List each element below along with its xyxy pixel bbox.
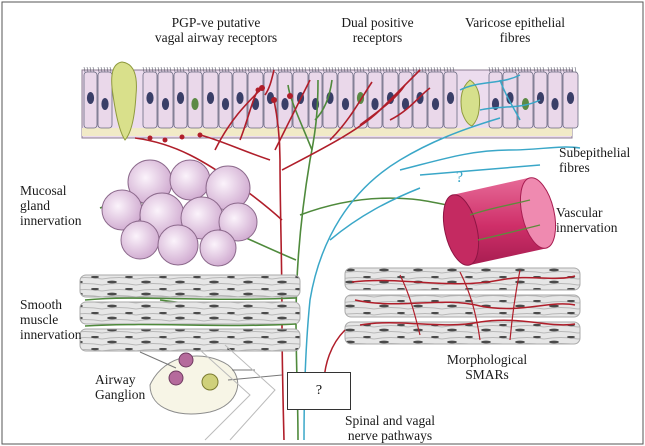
blood-vessel [437,174,561,268]
unknown-origin-box: ? [287,372,351,410]
label-dual-positive: Dual positive receptors [330,15,425,45]
label-vascular: Vascular innervation [556,205,617,235]
label-spinal-vagal: Spinal and vagal nerve pathways [320,413,460,443]
unknown-mark: ? [456,169,463,187]
cell-nucleus [357,92,364,104]
cell-nucleus [236,92,243,104]
cell-nucleus [177,92,184,104]
label-smars: Morphological SMARs [432,352,542,382]
cell-nucleus [87,92,94,104]
label-smooth-muscle: Smooth muscle innervation [20,297,81,342]
cell-nucleus [146,92,153,104]
label-subepithelial: Subepithelial fibres [559,145,630,175]
cell-nucleus [162,98,169,110]
basement-membrane [82,128,572,136]
mucosal-gland [102,160,257,266]
cell-nucleus [432,98,439,110]
airway-ganglion [140,352,282,414]
cell-nucleus [191,98,198,110]
cell-nucleus [447,92,454,104]
cell-nucleus [371,98,378,110]
smooth-muscle-left [80,275,300,351]
cell-nucleus [101,98,108,110]
cell-nucleus [222,98,229,110]
cell-nucleus [537,92,544,104]
label-pgp-receptors: PGP-ve putative vagal airway receptors [132,15,300,45]
cell-nucleus [551,98,558,110]
label-airway-ganglion: Airway Ganglion [95,372,145,402]
epithelial-cells [84,67,578,128]
label-mucosal-gland: Mucosal gland innervation [20,183,81,228]
cell-nucleus [281,98,288,110]
cell-nucleus [567,92,574,104]
cell-nucleus [342,98,349,110]
label-varicose: Varicose epithelial fibres [446,15,584,45]
cell-nucleus [207,92,214,104]
